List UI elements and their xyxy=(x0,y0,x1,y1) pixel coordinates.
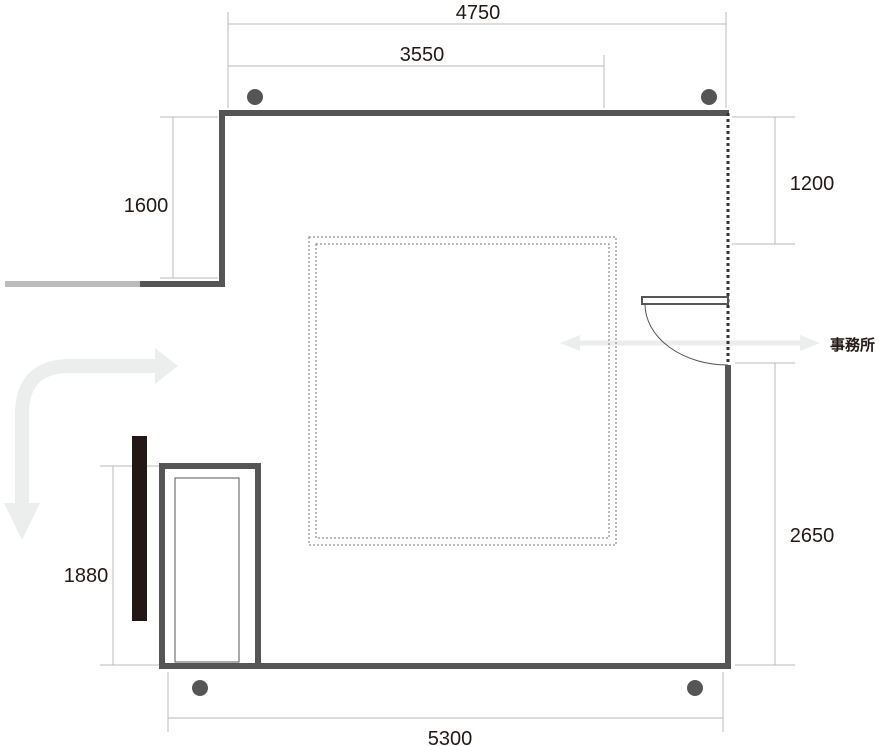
center-area-inner xyxy=(315,243,610,539)
upper-wall xyxy=(140,110,729,287)
door-leaf[interactable] xyxy=(641,296,729,305)
dim-top-partial: 3550 xyxy=(400,44,445,66)
dim-right-upper: 1200 xyxy=(790,173,835,195)
cabinet xyxy=(159,463,261,669)
column xyxy=(192,680,208,696)
column xyxy=(701,89,717,105)
door-swing-arc xyxy=(644,303,729,366)
office-label: 事務所 xyxy=(830,336,875,354)
panel xyxy=(132,436,147,621)
dim-right-lower: 2650 xyxy=(790,525,835,547)
dim-left-upper: 1600 xyxy=(124,195,169,217)
dim-left-lower: 1880 xyxy=(64,565,109,587)
dim-top-total: 4750 xyxy=(456,2,501,24)
office-direction-arrow xyxy=(560,335,820,351)
lower-wall xyxy=(162,365,731,669)
dimension-lines xyxy=(100,12,795,732)
column xyxy=(687,680,703,696)
cabinet-inner xyxy=(174,477,240,663)
dim-bottom-total: 5300 xyxy=(428,728,473,746)
center-area-outer xyxy=(308,236,617,546)
door[interactable] xyxy=(641,296,729,366)
curved-flow-arrow xyxy=(4,348,178,540)
column xyxy=(247,89,263,105)
columns xyxy=(192,89,717,696)
